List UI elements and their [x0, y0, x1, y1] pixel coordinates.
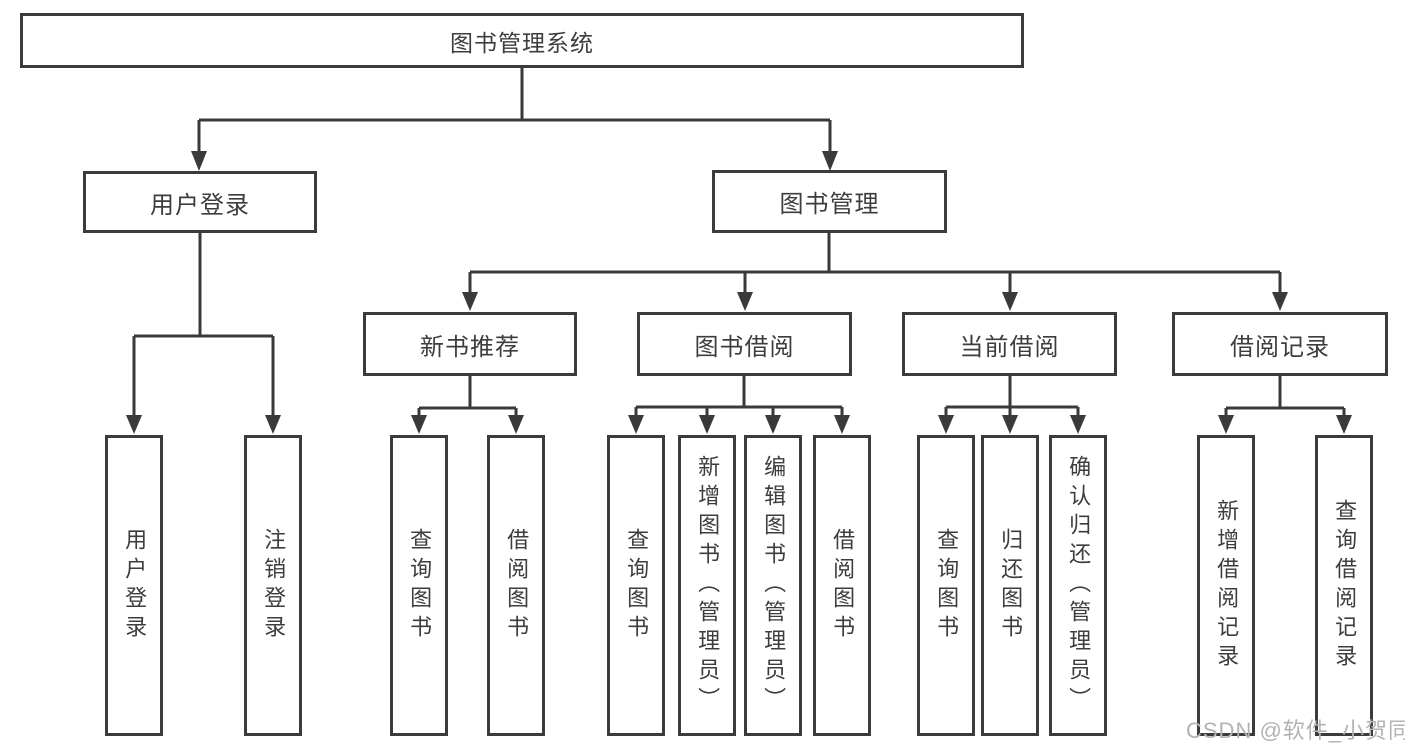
node-book-management: 图书管理	[712, 170, 947, 233]
leaf-query-borrow-record: 查询借阅记录	[1315, 435, 1373, 736]
node-new-book-recommendation: 新书推荐	[363, 312, 577, 376]
leaf-logout: 注销登录	[244, 435, 302, 736]
leaf-edit-book-admin: 编辑图书（管理员）	[744, 435, 802, 736]
leaf-confirm-return-admin: 确认归还（管理员）	[1049, 435, 1107, 736]
csdn-watermark: CSDN @软件_小贺同学	[1186, 718, 1405, 743]
node-user-login: 用户登录	[83, 171, 317, 233]
leaf-current-query-book: 查询图书	[917, 435, 975, 736]
leaf-user-login: 用户登录	[105, 435, 163, 736]
node-book-borrowing: 图书借阅	[637, 312, 852, 376]
leaf-borrow-book: 借阅图书	[813, 435, 871, 736]
leaf-add-book-admin: 新增图书（管理员）	[678, 435, 736, 736]
leaf-borrow-query-book: 查询图书	[607, 435, 665, 736]
leaf-add-borrow-record: 新增借阅记录	[1197, 435, 1255, 736]
node-current-borrowing: 当前借阅	[902, 312, 1117, 376]
leaf-recommend-query-book: 查询图书	[390, 435, 448, 736]
leaf-recommend-borrow-book: 借阅图书	[487, 435, 545, 736]
node-root-library-system: 图书管理系统	[20, 13, 1024, 68]
node-borrowing-records: 借阅记录	[1172, 312, 1388, 376]
leaf-return-book: 归还图书	[981, 435, 1039, 736]
